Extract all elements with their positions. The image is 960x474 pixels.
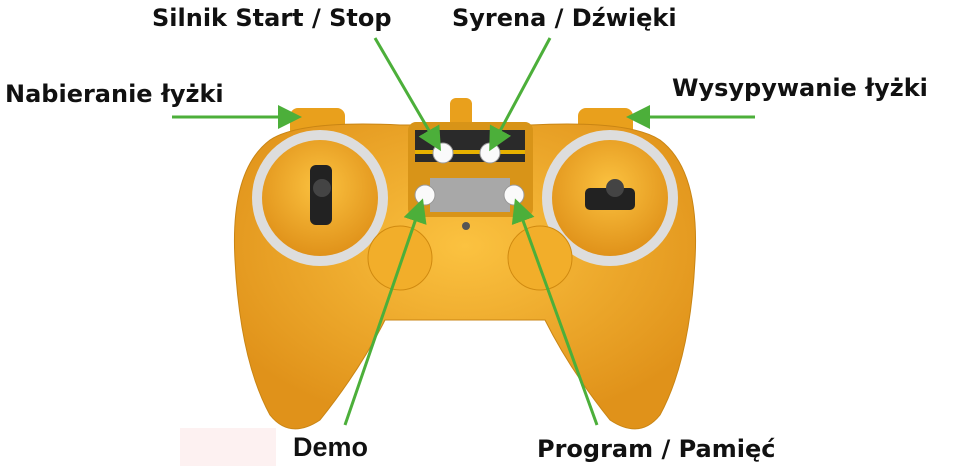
label-engine: Silnik Start / Stop	[152, 4, 392, 32]
label-dump: Wysypywanie łyżki	[672, 74, 928, 102]
program-button	[503, 184, 525, 206]
pink-patch	[180, 428, 276, 466]
label-program: Program / Pamięć	[537, 435, 776, 463]
label-scoop: Nabieranie łyżki	[5, 80, 224, 108]
siren-button	[479, 142, 501, 164]
label-demo: Demo	[293, 432, 369, 462]
left-thumb-button	[367, 225, 433, 291]
arrows	[172, 37, 755, 426]
left-stick	[252, 130, 388, 266]
label-siren: Syrena / Dźwięki	[452, 4, 677, 32]
right-stick	[542, 130, 678, 266]
right-thumb-button	[507, 225, 573, 291]
engine-button	[432, 142, 454, 164]
demo-button	[414, 184, 436, 206]
